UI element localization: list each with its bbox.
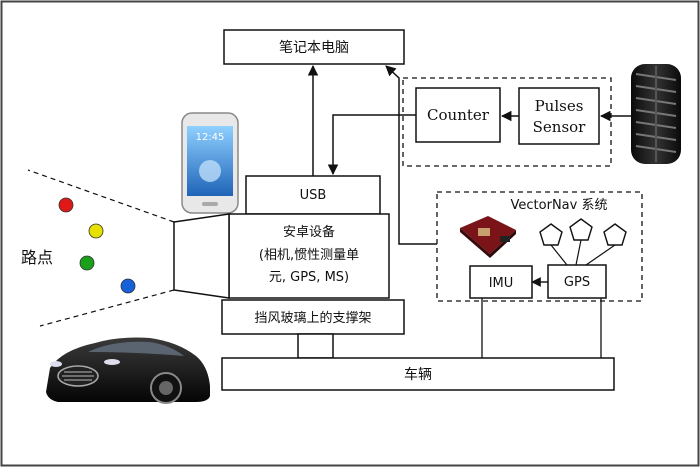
vehicle-label: 车辆 [404,366,432,383]
waypoint-red [58,197,74,213]
camera-lens-shape [173,213,230,299]
pulses-sensor-box [518,87,600,145]
waypoints [58,197,136,294]
antenna-pentagon-icon [569,218,593,241]
android-label-1: 安卓设备 [283,224,335,240]
counter-box [415,87,501,143]
vectornav-to-laptop-arrow [385,65,437,245]
pulses-sensor-label-1: Pulses [535,97,584,115]
waypoints-label: 路点 [21,248,53,267]
usb-node: USB [245,175,381,215]
windshield-mount-label: 挡风玻璃上的支撑架 [254,310,371,326]
antenna-pentagon-icon [539,223,563,246]
vectornav-label: VectorNav 系统 [511,198,608,213]
car-image [41,330,213,408]
phone-time: 12:45 [196,132,225,143]
imu-node: IMU [469,265,533,299]
counter-to-usb-arrow [327,114,416,176]
imu-box [469,265,533,299]
android-device-box [228,213,390,299]
mount-connector [297,333,334,359]
vectornav-group-frame [436,191,643,302]
antenna-pentagon-icon [603,223,627,246]
windshield-mount-node: 挡风玻璃上的支撑架 [221,299,405,335]
windshield-mount-box [221,299,405,335]
vectornav-device-image [455,214,517,258]
fov-line-bottom [39,289,175,327]
laptop-label: 笔记本电脑 [279,40,349,56]
tire-image [631,64,681,164]
waypoint-green [79,255,95,271]
laptop-box [223,29,405,65]
pulses-sensor-label-2: Sensor [533,118,587,136]
gps-node: GPS [547,264,607,299]
gps-label: GPS [564,275,590,290]
usb-label: USB [300,188,327,203]
vehicle-box [221,357,615,391]
antenna-lines [550,239,616,266]
phone-image: 12:45 [181,112,239,214]
waypoint-blue [120,278,136,294]
vehicle-node: 车辆 [221,357,615,391]
imu-label: IMU [489,276,514,291]
counter-node: Counter [415,87,501,143]
waypoint-yellow [88,223,104,239]
android-label-2: (相机,惯性测量单 [259,247,359,263]
fov-line-top [27,169,175,223]
pulses-sensor-node: Pulses Sensor [518,87,600,145]
pulses-group-frame [402,77,612,167]
android-label-3: 元, GPS, MS) [269,270,349,285]
android-device-node: 安卓设备 (相机,惯性测量单 元, GPS, MS) [228,213,390,299]
laptop-node: 笔记本电脑 [223,29,405,65]
gps-box [547,264,607,299]
counter-label: Counter [427,106,490,124]
antenna-group [539,218,627,246]
